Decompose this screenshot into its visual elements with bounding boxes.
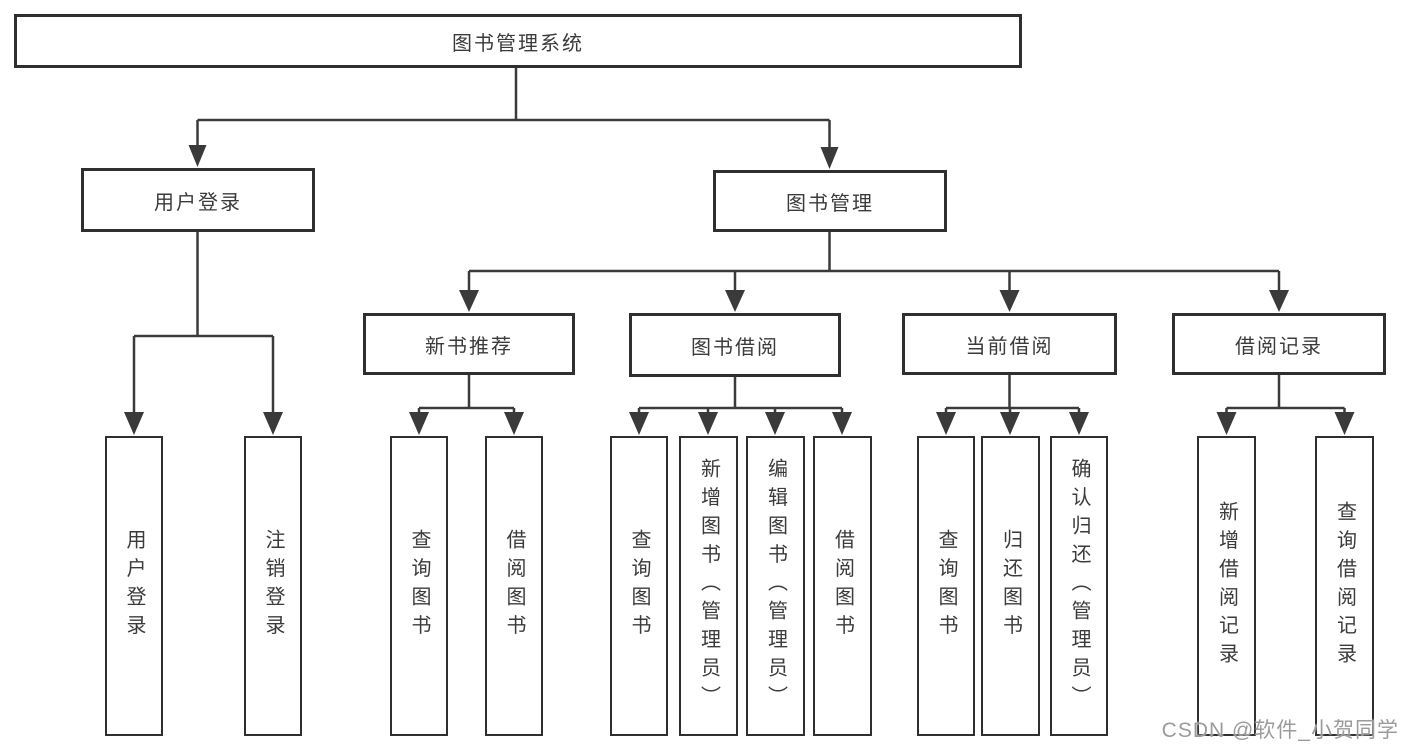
leaf-borrow-books-recommend: 借阅图书 bbox=[485, 436, 543, 736]
node-book-management-label: 图书管理 bbox=[786, 192, 874, 215]
leaf-query-books-borrow-label: 查询图书 bbox=[628, 529, 650, 643]
leaf-return-books: 归还图书 bbox=[981, 436, 1040, 736]
leaf-query-borrow-record-label: 查询借阅记录 bbox=[1333, 500, 1356, 672]
arrowhead-group bbox=[124, 145, 1355, 435]
leaf-confirm-return-admin-label: 确认归还（管理员） bbox=[1068, 458, 1090, 714]
leaf-query-books-current: 查询图书 bbox=[917, 436, 975, 736]
node-book-borrow-label: 图书借阅 bbox=[691, 336, 779, 359]
node-new-book-recommend: 新书推荐 bbox=[363, 313, 575, 375]
leaf-query-books-borrow: 查询图书 bbox=[610, 436, 668, 736]
leaf-user-login-label: 用户登录 bbox=[123, 529, 145, 643]
node-current-borrow-label: 当前借阅 bbox=[965, 335, 1054, 358]
csdn-watermark: CSDN @软件_小贺同学 bbox=[1161, 719, 1399, 742]
leaf-logout: 注销登录 bbox=[244, 436, 302, 736]
leaf-query-borrow-record: 查询借阅记录 bbox=[1315, 436, 1374, 736]
node-borrow-records: 借阅记录 bbox=[1172, 313, 1386, 375]
leaf-borrow-books-label: 借阅图书 bbox=[831, 529, 854, 643]
leaf-add-borrow-record: 新增借阅记录 bbox=[1197, 436, 1256, 736]
leaf-add-borrow-record-label: 新增借阅记录 bbox=[1215, 500, 1238, 672]
leaf-query-books-current-label: 查询图书 bbox=[935, 529, 957, 643]
node-book-management: 图书管理 bbox=[713, 170, 947, 232]
leaf-logout-label: 注销登录 bbox=[262, 529, 284, 643]
node-root: 图书管理系统 bbox=[14, 14, 1022, 68]
leaf-query-books-recommend: 查询图书 bbox=[390, 436, 448, 736]
node-root-label: 图书管理系统 bbox=[452, 32, 584, 55]
node-new-book-recommend-label: 新书推荐 bbox=[425, 335, 513, 358]
node-book-borrow: 图书借阅 bbox=[629, 313, 841, 377]
leaf-edit-books-admin-label: 编辑图书（管理员） bbox=[764, 458, 787, 714]
leaf-borrow-books-recommend-label: 借阅图书 bbox=[503, 529, 525, 643]
leaf-user-login: 用户登录 bbox=[105, 436, 163, 736]
leaf-confirm-return-admin: 确认归还（管理员） bbox=[1050, 436, 1108, 736]
leaf-query-books-recommend-label: 查询图书 bbox=[408, 529, 430, 643]
node-borrow-records-label: 借阅记录 bbox=[1235, 335, 1323, 358]
leaf-edit-books-admin: 编辑图书（管理员） bbox=[746, 436, 805, 736]
node-user-login-label: 用户登录 bbox=[154, 191, 242, 214]
leaf-add-books-admin-label: 新增图书（管理员） bbox=[697, 458, 720, 714]
leaf-return-books-label: 归还图书 bbox=[999, 529, 1022, 643]
leaf-borrow-books: 借阅图书 bbox=[813, 436, 872, 736]
node-current-borrow: 当前借阅 bbox=[902, 313, 1117, 375]
node-user-login: 用户登录 bbox=[81, 168, 315, 232]
leaf-add-books-admin: 新增图书（管理员） bbox=[679, 436, 738, 736]
